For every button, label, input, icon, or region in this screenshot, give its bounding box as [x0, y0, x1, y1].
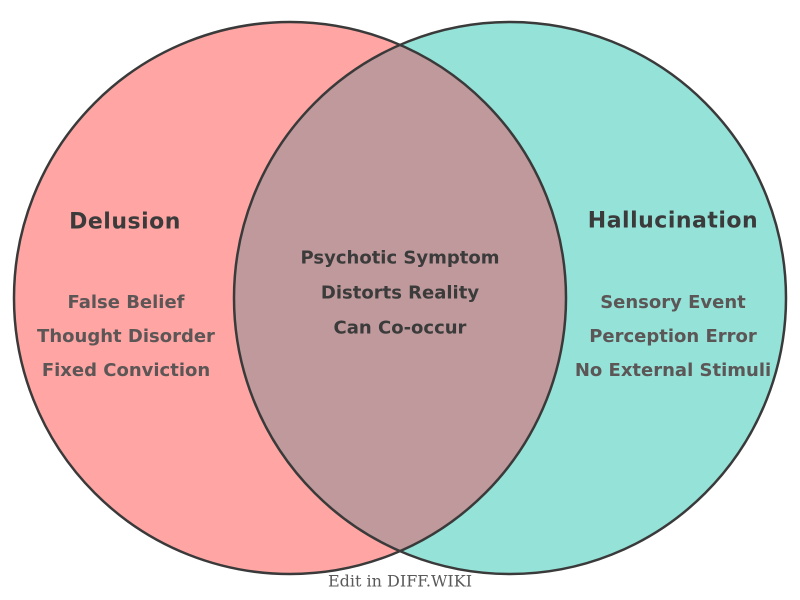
right-item-3: No External Stimuli [574, 360, 772, 381]
venn-right-outline [232, 20, 788, 576]
right-circle-title: Hallucination [587, 208, 759, 234]
left-item-3: Fixed Conviction [41, 360, 211, 381]
venn-overlap-region [234, 45, 566, 551]
edit-link[interactable]: Edit in DIFF.WIKI [327, 571, 473, 591]
overlap-item-3: Can Co-occur [333, 317, 467, 339]
right-circle-items: Sensory Event Perception Error No Extern… [575, 286, 771, 388]
overlap-item-2: Distorts Reality [320, 282, 480, 304]
right-item-1: Sensory Event [600, 292, 746, 313]
overlap-items: Psychotic Symptom Distorts Reality Can C… [301, 241, 500, 346]
left-item-1: False Belief [67, 292, 185, 313]
venn-left-outline [12, 20, 568, 576]
left-item-2: Thought Disorder [37, 326, 215, 347]
overlap-item-1: Psychotic Symptom [300, 247, 500, 269]
left-circle-items: False Belief Thought Disorder Fixed Conv… [37, 286, 215, 388]
right-item-2: Perception Error [589, 326, 757, 347]
left-circle-title: Delusion [69, 209, 181, 235]
